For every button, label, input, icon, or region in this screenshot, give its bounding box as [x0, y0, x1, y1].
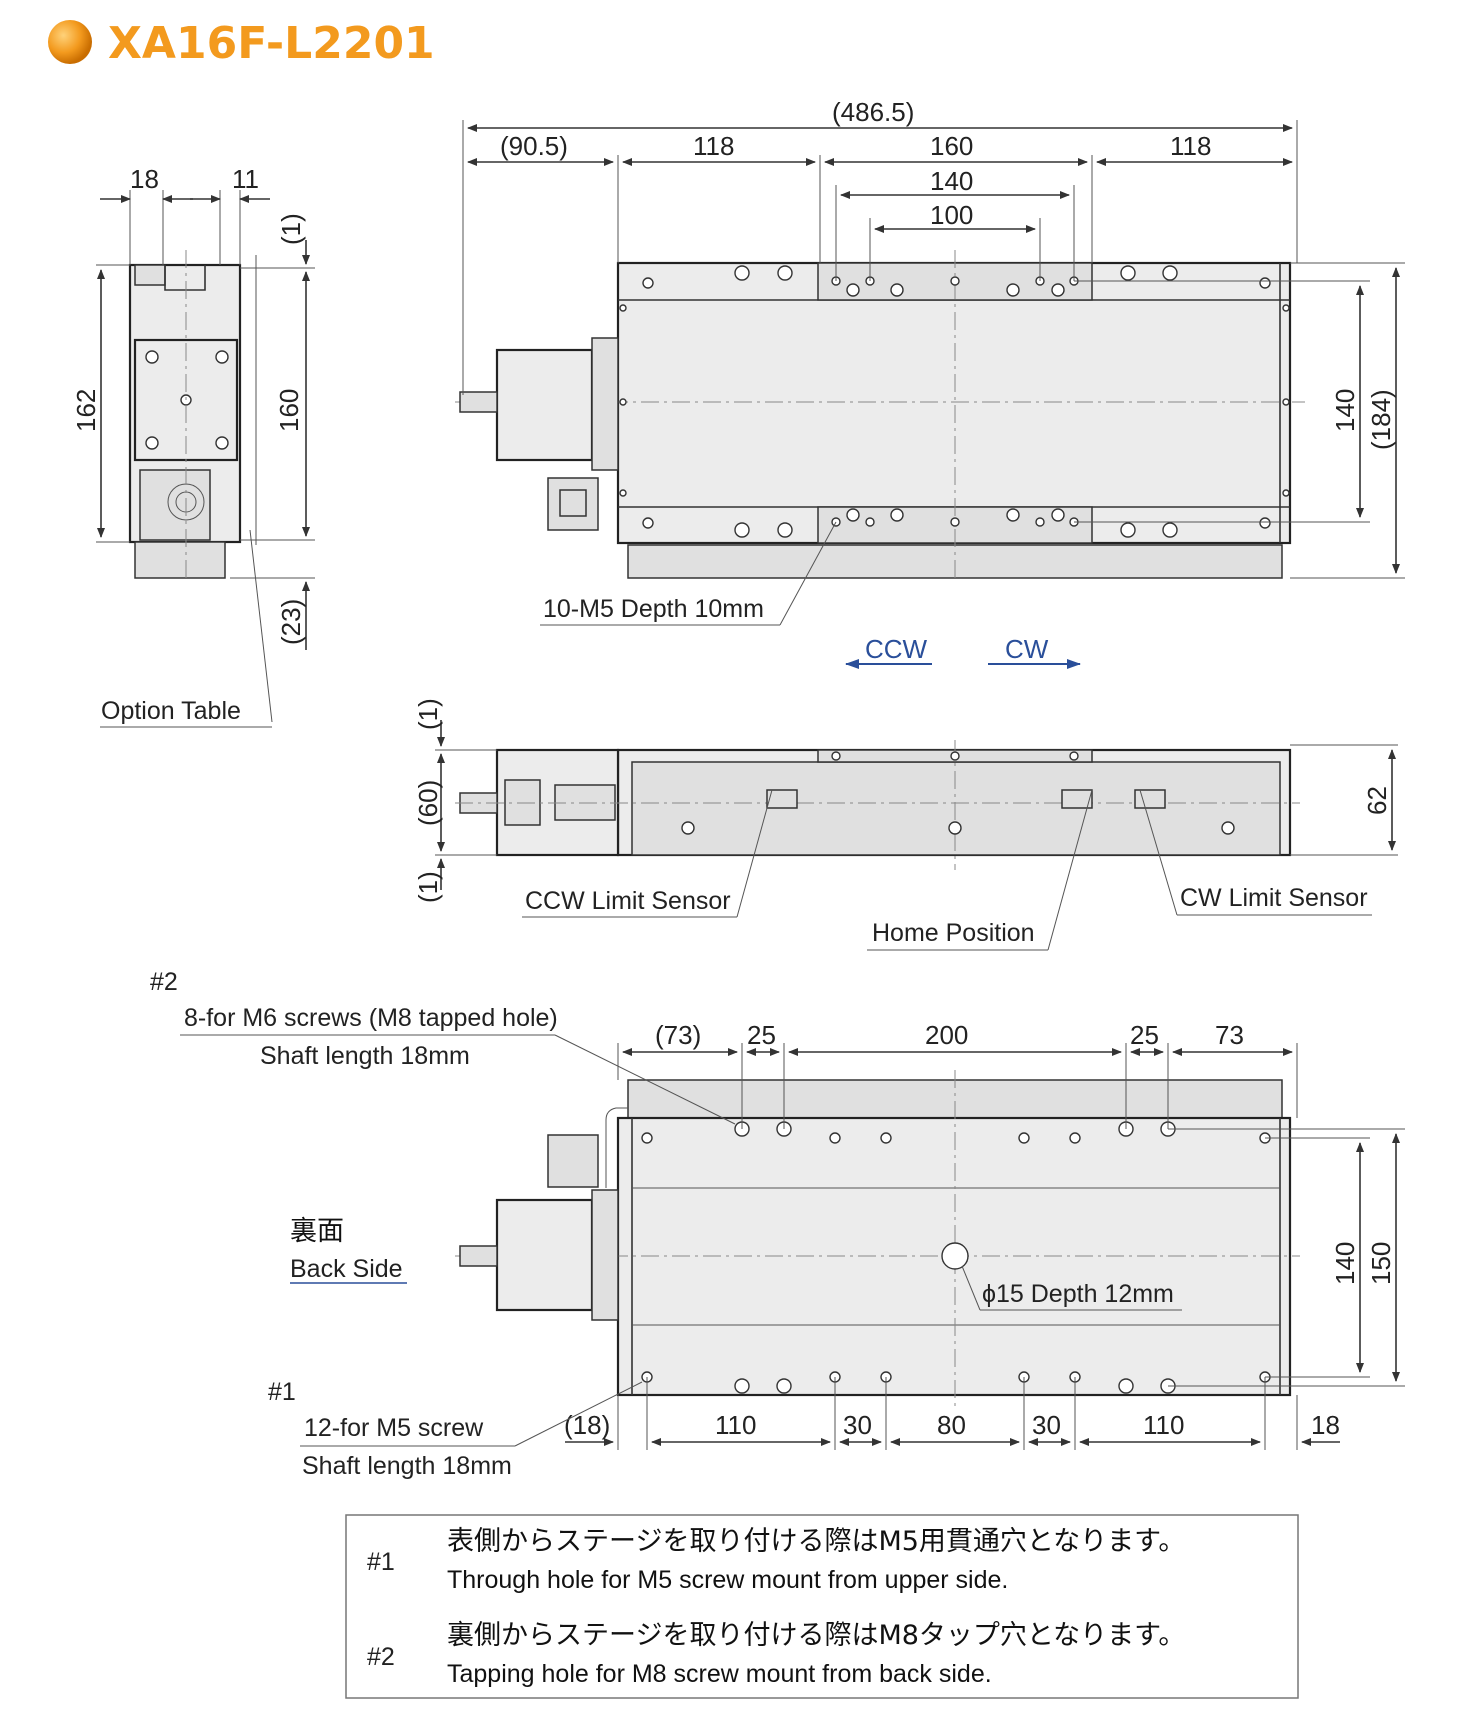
- dim-90-5: (90.5): [500, 131, 568, 161]
- back-dim-140-vertical: 140: [1330, 1242, 1360, 1285]
- back-dim-25-left: 25: [747, 1020, 776, 1050]
- title-block: XA16F-L2201: [48, 18, 435, 69]
- back-dim-25-right: 25: [1130, 1020, 1159, 1050]
- tag-1: #1: [268, 1378, 296, 1406]
- back-dim-150-vertical: 150: [1366, 1242, 1396, 1285]
- side-dim-11: 11: [232, 164, 259, 194]
- front-dim-62: 62: [1362, 786, 1392, 815]
- dim-118-right: 118: [1170, 131, 1211, 161]
- direction-indicator: CCW CW: [845, 634, 1081, 669]
- dim-184-vertical: (184): [1366, 389, 1396, 450]
- front-dim-1-bottom: (1): [413, 871, 443, 903]
- dim-140: 140: [930, 166, 973, 196]
- home-position-label: Home Position: [872, 919, 1035, 947]
- back-dim-30-right: 30: [1032, 1410, 1061, 1440]
- shaft-length-18mm-bottom: Shaft length 18mm: [302, 1452, 512, 1480]
- back-dim-30-left: 30: [843, 1410, 872, 1440]
- front-view-dims: (1) (60) (1) 62 CCW Limit Sensor Home Po…: [413, 698, 1398, 951]
- tap-depth-label: 10-M5 Depth 10mm: [543, 595, 764, 623]
- top-view: [455, 250, 1305, 580]
- title-bullet-icon: [48, 20, 92, 64]
- back-dim-110-right: 110: [1143, 1410, 1184, 1440]
- note-2-tag: #2: [367, 1643, 395, 1671]
- back-dim-73-paren: (73): [655, 1020, 701, 1050]
- back-dim-18-paren: (18): [564, 1410, 610, 1440]
- cw-limit-sensor-label: CW Limit Sensor: [1180, 884, 1368, 912]
- front-dim-1-top: (1): [413, 698, 443, 730]
- bore-depth-label: ϕ15 Depth 12mm: [982, 1280, 1174, 1308]
- notes-box: #1 表側からステージを取り付ける際はM5用貫通穴となります。 Through …: [345, 1514, 1299, 1699]
- note-2-en: Tapping hole for M8 screw mount from bac…: [447, 1660, 992, 1688]
- ccw-limit-sensor-label: CCW Limit Sensor: [525, 887, 731, 915]
- back-side-en-label: Back Side: [290, 1255, 403, 1283]
- side-view: [128, 250, 257, 580]
- dim-100: 100: [930, 200, 973, 230]
- side-view-dims: 18 11 (1) 162 160 (23) Option Table: [71, 164, 315, 728]
- dim-total-486-5: (486.5): [832, 97, 914, 127]
- back-view: [455, 1070, 1300, 1410]
- side-dim-18: 18: [130, 164, 159, 194]
- back-side-jp-label: 裏面: [290, 1216, 344, 1247]
- dim-140-vertical: 140: [1330, 389, 1360, 432]
- side-dim-23: (23): [276, 599, 306, 645]
- dim-160: 160: [930, 131, 973, 161]
- back-dim-73: 73: [1215, 1020, 1244, 1050]
- note-1-tag: #1: [367, 1548, 395, 1576]
- ccw-label: CCW: [865, 634, 928, 664]
- side-dim-160: 160: [274, 389, 304, 432]
- option-table-label: Option Table: [101, 697, 241, 725]
- page-title: XA16F-L2201: [108, 18, 435, 69]
- note-1-en: Through hole for M5 screw mount from upp…: [447, 1566, 1008, 1594]
- cw-label: CW: [1005, 634, 1049, 664]
- side-dim-162: 162: [71, 389, 101, 432]
- shaft-length-18mm-top: Shaft length 18mm: [260, 1042, 470, 1070]
- dim-118-left: 118: [693, 131, 734, 161]
- back-dim-80: 80: [937, 1410, 966, 1440]
- note-2-jp: 裏側からステージを取り付ける際はM8タップ穴となります。: [447, 1620, 1185, 1651]
- note-1-jp: 表側からステージを取り付ける際はM5用貫通穴となります。: [447, 1526, 1185, 1557]
- tag-2: #2: [150, 968, 178, 996]
- back-dim-200: 200: [925, 1020, 968, 1050]
- back-view-dims: (73) 25 200 25 73 140 150 (18) 110 30 80…: [150, 968, 1405, 1480]
- back-dim-110-left: 110: [715, 1410, 756, 1440]
- m5-screw-label: 12-for M5 screw: [304, 1414, 484, 1442]
- top-view-dims: (486.5) (90.5) 118 160 118 140 100 140 (…: [462, 97, 1405, 626]
- m6-screws-label: 8-for M6 screws (M8 tapped hole): [184, 1004, 558, 1032]
- front-view: [455, 740, 1300, 870]
- back-dim-18: 18: [1311, 1410, 1340, 1440]
- side-dim-1-top: (1): [276, 213, 306, 245]
- front-dim-60: (60): [413, 780, 443, 826]
